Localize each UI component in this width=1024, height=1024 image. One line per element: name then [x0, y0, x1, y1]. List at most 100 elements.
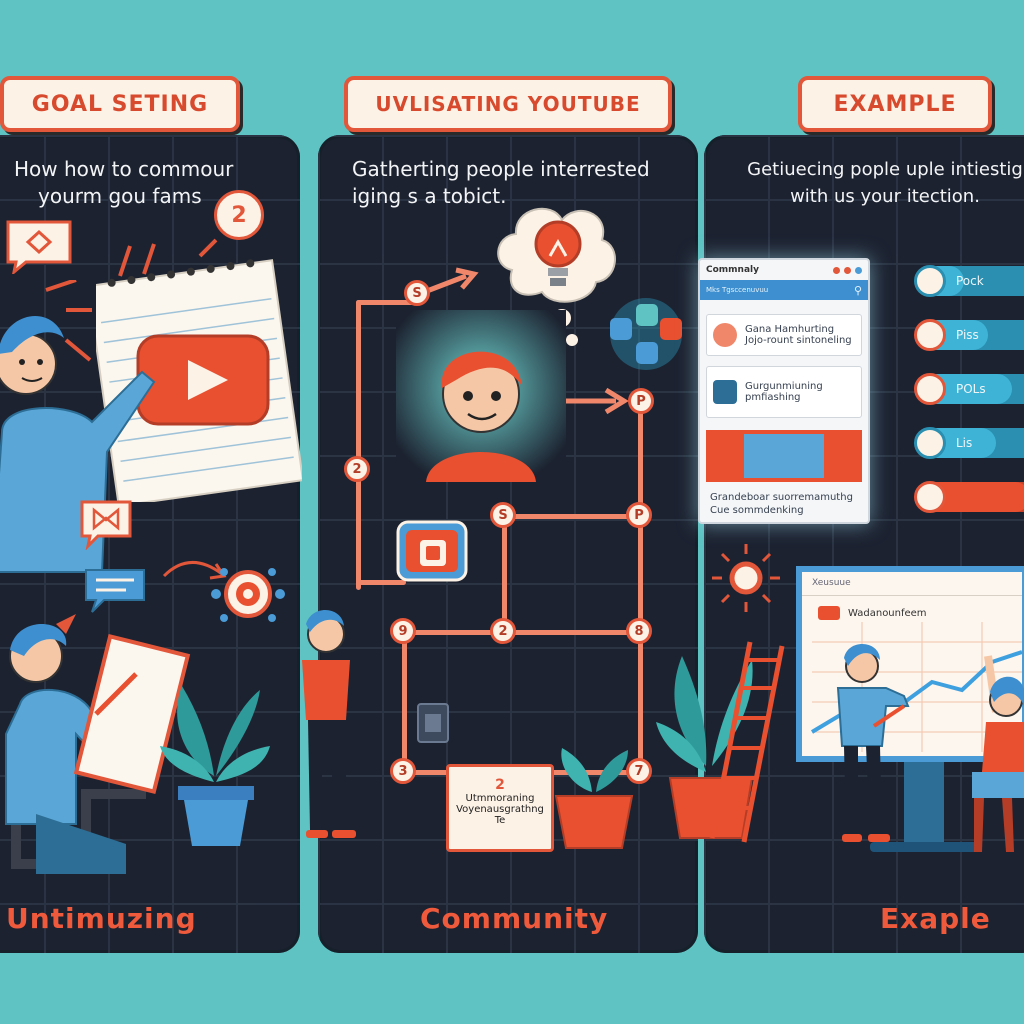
sign-number: 2 — [495, 777, 505, 793]
footer-label-goal-setting: Untimuzing — [6, 902, 197, 935]
progress-dot — [914, 481, 946, 513]
community-window[interactable]: Commnaly Mks Tgsccenuvuu ⚲ Gana Hamhurti… — [698, 258, 870, 524]
monitor-base — [870, 842, 980, 852]
flow-node-label: 8 — [634, 623, 644, 639]
sign-line: Voyenausgrathng — [456, 804, 544, 815]
window-toolbar-text: Mks Tgsccenuvuu — [706, 286, 769, 294]
play-button-icon — [136, 334, 270, 426]
flow-node: P — [628, 388, 654, 414]
flow-node-label: 3 — [398, 763, 408, 779]
progress-dot — [914, 265, 946, 297]
ladder-icon — [709, 641, 785, 843]
window-close-icon[interactable] — [833, 266, 840, 274]
progress-row: Lis — [914, 426, 1024, 460]
flow-node: S — [404, 280, 430, 306]
video-thumbnail[interactable] — [706, 430, 862, 482]
progress-row: Piss — [914, 318, 1024, 352]
progress-dot — [914, 373, 946, 405]
progress-row — [914, 480, 1024, 514]
person-portrait-illustration — [396, 310, 566, 482]
intro-line: with us your itection. — [790, 186, 980, 207]
intro-line: Gatherting people interrested — [352, 157, 650, 181]
monitor-title-row: Wadanounfeem — [802, 596, 1022, 620]
footer-label-example: Exaple — [880, 902, 991, 935]
progress-label: Pock — [956, 274, 984, 288]
pointer-arrow-icon — [872, 704, 906, 728]
community-sign: 2 Utmmoraning Voyenausgrathng Te — [446, 764, 554, 852]
progress-label: Piss — [956, 328, 979, 342]
window-search-icon[interactable]: ⚲ — [853, 283, 862, 297]
flow-connector — [356, 300, 361, 590]
monitor-header: Xeusuue — [802, 572, 1022, 596]
monitor-stand — [904, 762, 944, 846]
progress-label: Lis — [956, 436, 973, 450]
sign-line: Te — [494, 815, 506, 826]
intro-example: Getiuecing pople uple intiestig with us … — [740, 156, 1024, 210]
flow-node: 2 — [344, 456, 370, 482]
cheering-person-illustration — [972, 655, 1024, 852]
progress-row: Pock — [914, 264, 1024, 298]
speech-bubble-icon — [6, 220, 72, 274]
flow-connector — [400, 630, 640, 635]
potted-plant-illustration — [554, 748, 634, 849]
monitor-title: Wadanounfeem — [848, 607, 927, 619]
app-icons-cluster — [610, 298, 682, 370]
flow-node-label: P — [634, 507, 644, 523]
progress-list: Pock Piss POLs Lis — [914, 264, 1024, 514]
window-list-item[interactable]: Gurgunmiuning pmfiashing — [706, 366, 862, 418]
person-with-notepad-illustration — [0, 315, 156, 573]
window-title: Commnaly — [706, 265, 759, 275]
flow-connector — [502, 514, 507, 634]
presenter-illustration — [836, 643, 910, 842]
window-maximize-icon[interactable] — [855, 266, 862, 274]
monitor-header-text: Xeusuue — [812, 578, 851, 588]
document-icon — [417, 703, 449, 743]
window-list-item[interactable]: Gana Hamhurting Jojo-rount sintoneling — [706, 314, 862, 356]
flow-connector — [356, 580, 406, 585]
potted-plant-illustration — [160, 686, 270, 846]
progress-row: POLs — [914, 372, 1024, 406]
app-tile-icon — [396, 520, 468, 582]
window-minimize-icon[interactable] — [844, 266, 851, 274]
youtube-logo-icon — [818, 606, 840, 620]
number-badge-text: 2 — [231, 202, 247, 228]
window-caption: Cue sommdenking — [710, 505, 804, 516]
avatar — [713, 380, 737, 404]
panel-community — [318, 135, 698, 953]
progress-label: POLs — [956, 382, 986, 396]
potted-plant-illustration — [656, 656, 754, 839]
flow-node: S — [490, 502, 516, 528]
flow-node-label: 7 — [634, 763, 644, 779]
intro-line: yourm gou fams — [38, 184, 202, 208]
fire-icon — [713, 323, 737, 347]
section-label-text: UVLISATING YOUTUBE — [375, 92, 641, 116]
flow-node: 3 — [390, 758, 416, 784]
section-label-text: GOAL SETING — [31, 91, 209, 117]
flow-connector — [356, 300, 416, 305]
window-item-title: Gana Hamhurting — [745, 324, 835, 335]
window-toolbar: Mks Tgsccenuvuu ⚲ — [700, 280, 868, 300]
flow-node-label: 2 — [498, 623, 508, 639]
intro-community: Gatherting people interrested iging s a … — [352, 156, 682, 210]
section-label-youtube: UVLISATING YOUTUBE — [344, 76, 672, 132]
sparkle-lines-icon — [118, 238, 218, 277]
section-label-goal-setting: GOAL SETING — [0, 76, 240, 132]
video-frame — [744, 434, 824, 478]
flow-node-label: S — [498, 507, 508, 523]
flow-node: P — [626, 502, 652, 528]
intro-goal-setting: How how to commour yourm gou fams — [14, 156, 294, 210]
message-bubble-icon — [85, 569, 145, 613]
standing-person-illustration — [302, 609, 356, 838]
window-item-subtitle: pmfiashing — [745, 392, 801, 403]
flow-node-label: S — [412, 285, 422, 301]
window-caption: Grandeboar suorremamuthg — [710, 492, 853, 503]
sun-burst-icon — [712, 544, 780, 612]
flow-node: 9 — [390, 618, 416, 644]
intro-line: iging s a tobict. — [352, 184, 507, 208]
flow-node: 7 — [626, 758, 652, 784]
sparkle-lines-icon — [45, 280, 92, 362]
section-label-example: EXAMPLE — [798, 76, 992, 132]
section-label-text: EXAMPLE — [833, 91, 957, 117]
target-icon — [211, 568, 285, 622]
flow-node-label: P — [636, 393, 646, 409]
